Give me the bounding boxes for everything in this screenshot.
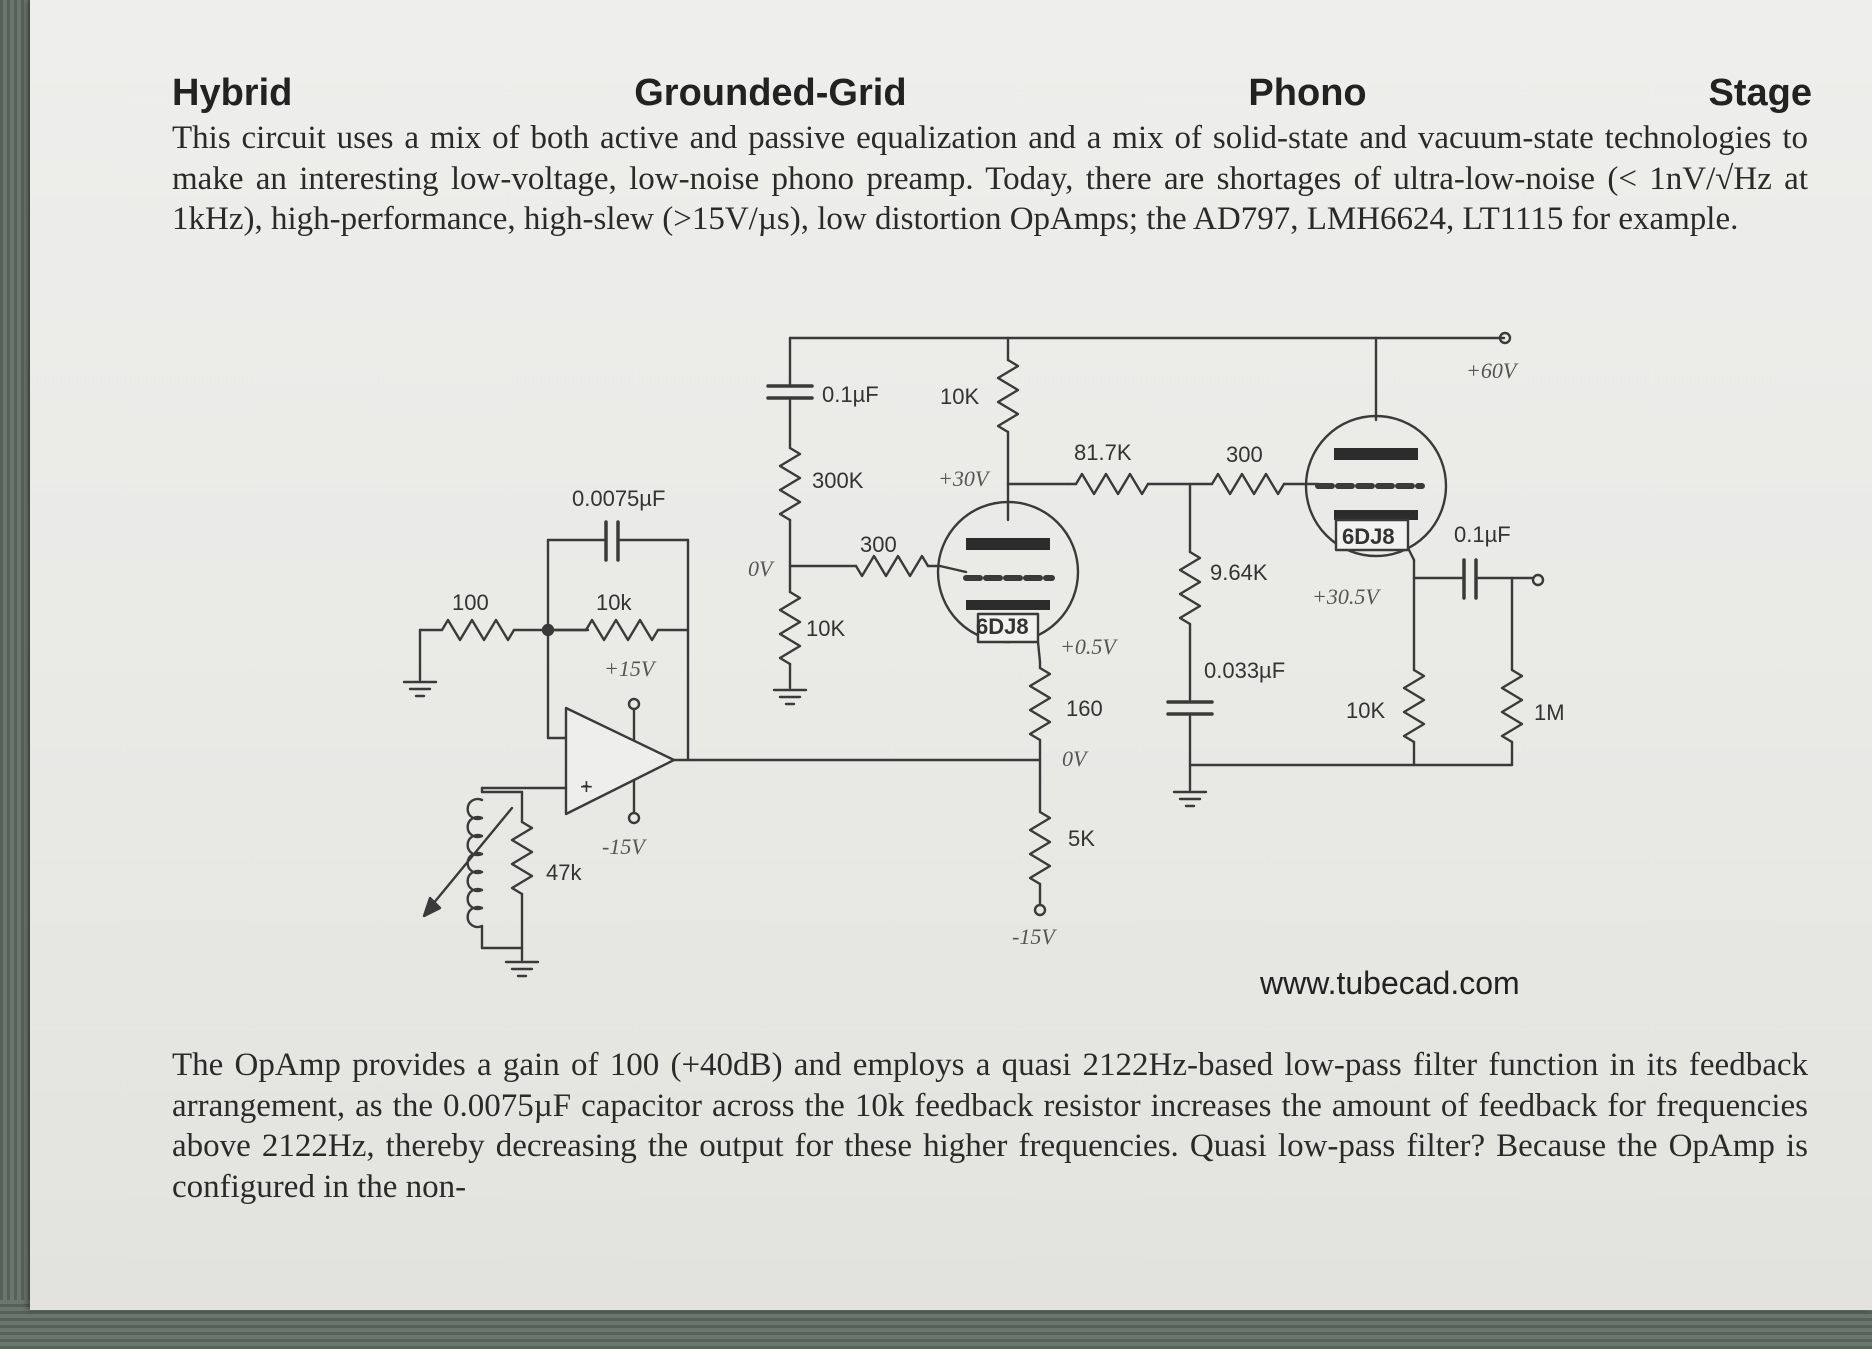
intro-paragraph: This circuit uses a mix of both active a… bbox=[172, 120, 1808, 237]
label-r-300-grid: 300 bbox=[860, 532, 897, 557]
opamp-plus-pin: + bbox=[580, 774, 593, 799]
label-r-300k: 300K bbox=[812, 468, 864, 493]
label-c-0033: 0.033µF bbox=[1204, 658, 1285, 683]
label-plus305: +30.5V bbox=[1312, 584, 1381, 609]
label-c-0075: 0.0075µF bbox=[572, 486, 665, 511]
interstage-network bbox=[1066, 472, 1320, 808]
title-word-4: Stage bbox=[1708, 72, 1812, 114]
label-r-47k: 47k bbox=[546, 860, 582, 885]
label-minus15-opamp: -15V bbox=[602, 834, 647, 859]
label-plus30: +30V bbox=[938, 466, 991, 491]
paper-sheet bbox=[30, 0, 1872, 1310]
cathode-network bbox=[1028, 660, 1052, 917]
label-r-964k: 9.64K bbox=[1210, 560, 1268, 585]
label-r-10k-out: 10K bbox=[1346, 698, 1385, 723]
label-r-100: 100 bbox=[452, 590, 489, 615]
plate-resistor bbox=[996, 336, 1070, 522]
divider-network bbox=[766, 336, 942, 706]
label-r-817k: 81.7K bbox=[1074, 440, 1132, 465]
label-tube-v1: 6DJ8 bbox=[976, 614, 1029, 639]
tube-v2 bbox=[1304, 336, 1448, 562]
label-zero-v-left: 0V bbox=[748, 556, 775, 581]
website-credit: www.tubecad.com bbox=[1260, 965, 1520, 1001]
opamp-minus-pin: - bbox=[582, 772, 589, 797]
label-r-10k-top: 10K bbox=[940, 384, 979, 409]
tube-v1 bbox=[936, 500, 1080, 664]
label-r-160: 160 bbox=[1066, 696, 1103, 721]
title-word-1: Hybrid bbox=[172, 72, 293, 114]
title-word-3: Phono bbox=[1248, 72, 1367, 114]
label-r-10k-div: 10K bbox=[806, 616, 845, 641]
label-r-10k-fb: 10k bbox=[596, 590, 632, 615]
label-tube-v2: 6DJ8 bbox=[1342, 524, 1395, 549]
title-word-2: Grounded-Grid bbox=[634, 72, 907, 114]
label-r-1m: 1M bbox=[1534, 700, 1565, 725]
label-r-300-top: 300 bbox=[1226, 442, 1263, 467]
page-title: Hybrid Grounded-Grid Phono Stage bbox=[172, 72, 1812, 115]
supply-rail bbox=[788, 331, 1512, 345]
label-r-5k: 5K bbox=[1068, 826, 1095, 851]
output-network bbox=[1188, 558, 1545, 767]
label-minus15-bottom: -15V bbox=[1012, 924, 1057, 949]
label-plus05: +0.5V bbox=[1060, 634, 1118, 659]
label-c-01-top: 0.1µF bbox=[822, 382, 879, 407]
body-paragraph: The OpAmp provides a gain of 100 (+40dB)… bbox=[172, 1047, 1808, 1205]
label-zero-v-cath: 0V bbox=[1062, 746, 1089, 771]
label-plus15: +15V bbox=[604, 656, 657, 681]
label-c-01-out: 0.1µF bbox=[1454, 522, 1511, 547]
opamp-stage bbox=[402, 520, 1042, 978]
label-plus60: +60V bbox=[1466, 358, 1519, 383]
